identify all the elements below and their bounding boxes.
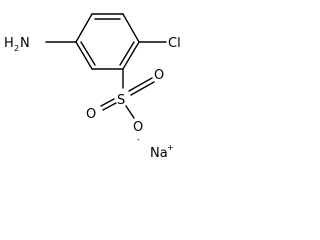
bond-sulfur-oxygen-top-b — [130, 81, 155, 96]
ring-bond-top-left — [75, 13, 93, 43]
ring-bond-bottom-left — [75, 41, 93, 70]
ring-double-right — [119, 41, 135, 66]
amine-n-label: N — [20, 36, 30, 51]
amine-h-label: H — [4, 36, 14, 51]
bond-sulfur-oxygen-left-b — [102, 102, 117, 111]
sulfur-label: S — [117, 93, 125, 108]
benzene-ring — [75, 13, 140, 70]
oxygen-top-label: O — [154, 68, 164, 83]
sodium-label: Na — [150, 146, 168, 161]
ring-double-left — [80, 41, 96, 66]
amine-subscript-label: 2 — [14, 44, 19, 53]
bond-sulfur-oxygen-bottom — [125, 105, 135, 119]
ring-bond-bottom-right — [122, 41, 140, 70]
bond-sulfur-oxygen-top-a — [128, 77, 153, 92]
oxygen-bottom-charge: - — [137, 135, 140, 144]
oxygen-left-label: O — [86, 107, 96, 122]
ring-bond-top-right — [122, 13, 140, 43]
chlorine-label: Cl — [168, 36, 181, 51]
bond-sulfur-oxygen-left-a — [100, 98, 115, 107]
chemical-structure: H 2 N Cl S O O O - Na + — [4, 13, 181, 161]
sodium-charge: + — [167, 143, 174, 152]
oxygen-bottom-label: O — [133, 120, 143, 135]
